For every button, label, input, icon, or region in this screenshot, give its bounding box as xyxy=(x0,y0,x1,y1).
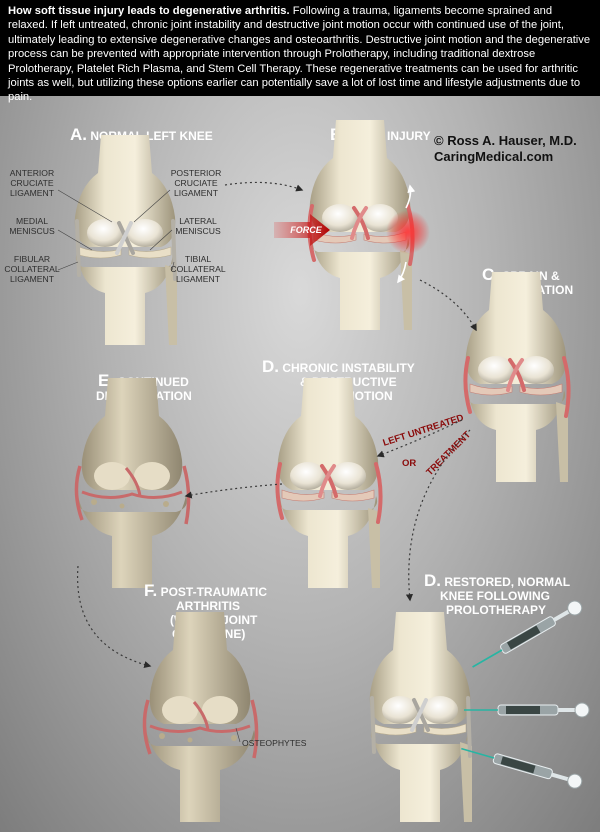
svg-text:LIGAMENT: LIGAMENT xyxy=(174,188,219,198)
svg-text:TIBIAL: TIBIAL xyxy=(185,254,211,264)
svg-text:MENISCUS: MENISCUS xyxy=(9,226,55,236)
panel-a-normal-knee: A. NORMAL LEFT KNEE ANTERIOR CRUCIATE LI… xyxy=(4,125,226,347)
svg-text:MEDIAL: MEDIAL xyxy=(16,216,48,226)
panel-f-arthritis: F. POST-TRAUMATIC ARTHRITIS (WHOLE JOINT… xyxy=(142,581,307,824)
svg-text:LIGAMENT: LIGAMENT xyxy=(10,188,55,198)
svg-text:FIBULAR: FIBULAR xyxy=(14,254,50,264)
svg-text:PROLOTHERAPY: PROLOTHERAPY xyxy=(446,603,546,617)
header-title: How soft tissue injury leads to degenera… xyxy=(8,5,290,17)
arrow-c-to-d xyxy=(376,419,463,458)
arrow-a-to-b xyxy=(224,181,304,192)
arrow-b-to-c xyxy=(419,279,477,332)
panel-d-restored: D. RESTORED, NORMAL KNEE FOLLOWING PROLO… xyxy=(367,571,590,824)
panel-c-sprain: C. SPRAIN & RELAXATION xyxy=(463,265,573,484)
svg-text:CRUCIATE: CRUCIATE xyxy=(174,178,218,188)
svg-text:LIGAMENT: LIGAMENT xyxy=(176,274,221,284)
panel-e-degeneration: E. CONTINUED DEGENERATION xyxy=(74,371,192,590)
svg-text:ARTHRITIS: ARTHRITIS xyxy=(176,599,240,613)
syringe-icon xyxy=(463,702,590,718)
force-label: FORCE xyxy=(290,225,322,235)
credit-line-1: © Ross A. Hauser, M.D. xyxy=(434,133,577,148)
svg-text:COLLATERAL: COLLATERAL xyxy=(4,264,59,274)
panel-b-knee-injury: B. KNEE INJURY FORCE xyxy=(274,118,431,332)
osteophytes-label: OSTEOPHYTES xyxy=(242,738,307,748)
svg-text:MENISCUS: MENISCUS xyxy=(175,226,221,236)
credit-line-2: CaringMedical.com xyxy=(434,149,553,164)
syringe-icon xyxy=(458,741,585,791)
svg-text:CRUCIATE: CRUCIATE xyxy=(10,178,54,188)
svg-text:LIGAMENT: LIGAMENT xyxy=(10,274,55,284)
force-arrow-icon xyxy=(274,214,330,246)
header-body: Following a trauma, ligaments become spr… xyxy=(8,5,591,104)
svg-text:ANTERIOR: ANTERIOR xyxy=(10,168,54,178)
or-label: OR xyxy=(402,458,416,469)
svg-text:POSTERIOR: POSTERIOR xyxy=(171,168,222,178)
panel-d-label: D. CHRONIC INSTABILITY xyxy=(262,357,415,376)
panel-f-label: F. POST-TRAUMATIC xyxy=(144,581,267,600)
svg-text:LATERAL: LATERAL xyxy=(179,216,217,226)
panel-d-restored-label: D. RESTORED, NORMAL xyxy=(424,571,570,590)
arrow-d-to-e xyxy=(184,483,283,499)
svg-text:COLLATERAL: COLLATERAL xyxy=(170,264,225,274)
knee-diagram: © Ross A. Hauser, M.D. CaringMedical.com… xyxy=(4,118,590,824)
svg-text:KNEE FOLLOWING: KNEE FOLLOWING xyxy=(440,589,550,603)
panel-d-instability: D. CHRONIC INSTABILITY & DESTRUCTIVE JOI… xyxy=(262,357,415,590)
header-caption: How soft tissue injury leads to degenera… xyxy=(0,0,600,103)
